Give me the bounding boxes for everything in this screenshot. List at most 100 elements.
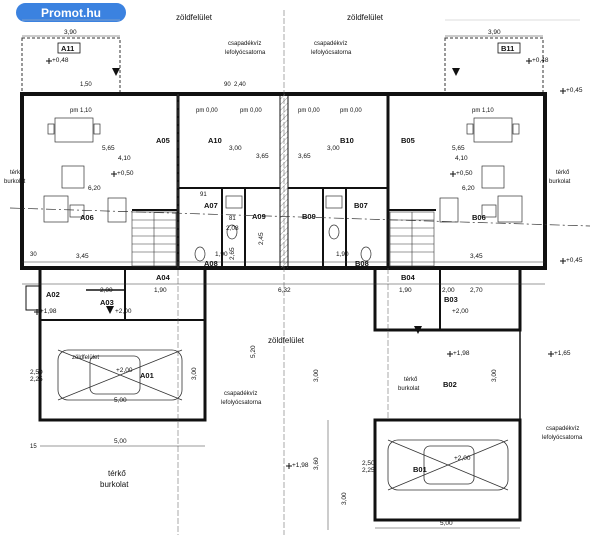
- dim-81: 81: [229, 216, 236, 222]
- level-pm000-2: pm 0,00: [240, 108, 262, 114]
- a02-strip: [25, 285, 41, 311]
- dim-91: 91: [200, 192, 207, 198]
- room-b11: B11: [501, 44, 514, 53]
- dim-300-garage-a: 3,00: [191, 367, 198, 380]
- stairs-left: [131, 211, 177, 267]
- dim-190-left: 1,90: [154, 287, 167, 294]
- room-b09: B09: [302, 212, 316, 221]
- label-terko-mid-2: burkolat: [398, 386, 420, 392]
- label-csapadek-right-2: lefolyócsatorna: [542, 435, 583, 441]
- section-line: [9, 207, 591, 227]
- brand-badge[interactable]: Promot.hu: [16, 3, 126, 22]
- level-200-a03: +2,00: [115, 308, 132, 315]
- car-b01: [387, 439, 509, 491]
- dim-200-b03: 2,00: [442, 287, 455, 294]
- room-a05: A05: [156, 136, 170, 145]
- level-cross-markers: [34, 58, 566, 469]
- brand-suffix: .hu: [83, 5, 101, 20]
- label-csapadek-right-1: csapadékvíz: [546, 426, 579, 432]
- level-198-mid: +1,98: [453, 350, 470, 357]
- label-csapadek-top-left-1: csapadékvíz: [228, 41, 261, 47]
- dim-345-right: 3,45: [470, 253, 483, 260]
- annex-left: [38, 266, 207, 422]
- dim-300-mid: 3,00: [313, 369, 320, 382]
- terrace-b11: [444, 37, 544, 95]
- label-terko-left-2: burkolat: [4, 179, 26, 185]
- dim-208: 2,08: [226, 225, 239, 232]
- bathroom-fixtures: [194, 195, 372, 262]
- dim-300-a10: 3,00: [229, 145, 242, 152]
- dim-520: 5,20: [250, 345, 257, 358]
- room-b08: B08: [355, 259, 369, 268]
- dim-500-a01-bottom: 5,00: [114, 438, 127, 445]
- garage-b-outline: [373, 418, 522, 522]
- room-b02: B02: [443, 380, 457, 389]
- dim-250-b: 2,50: [362, 460, 375, 467]
- dim-90: 90: [224, 82, 231, 88]
- label-terko-left-1: térkő: [10, 170, 24, 176]
- dim-500-a01: 5,00: [114, 397, 127, 404]
- label-terko-mid-1: térkő: [404, 377, 418, 383]
- dim-360: 3,60: [313, 457, 320, 470]
- label-zoldfelulet-top-right: zöldfelület: [347, 13, 384, 22]
- level-198-bottom: +1,98: [292, 462, 309, 469]
- label-terko-right-2: burkolat: [549, 179, 571, 185]
- level-048-left: +0,48: [52, 57, 69, 64]
- furniture-right: [439, 117, 523, 223]
- level-048-right: +0,48: [532, 57, 549, 64]
- level-200-b01: +2,00: [454, 455, 471, 462]
- dim-620-left: 6,20: [88, 185, 101, 192]
- dim-410-right: 4,10: [455, 155, 468, 162]
- dim-225-b: 2,25: [362, 467, 375, 474]
- level-pm110-left: pm 1,10: [70, 108, 92, 114]
- dim-270: 2,70: [470, 287, 483, 294]
- room-a01: A01: [140, 371, 154, 380]
- dim-245: 2,45: [258, 232, 265, 245]
- dim-250-a: 2,50: [30, 369, 43, 376]
- furniture-left: [43, 117, 127, 223]
- dim-632: 6,32: [278, 287, 291, 294]
- level-050-right: +0,50: [456, 170, 473, 177]
- level-165: +1,65: [554, 350, 571, 357]
- room-a02: A02: [46, 290, 60, 299]
- car-a01: [57, 349, 183, 401]
- level-045-right-mid: +0,45: [566, 257, 583, 264]
- brand-name: Promot: [41, 5, 83, 20]
- dim-225-a: 2,25: [30, 376, 43, 383]
- room-a11: A11: [61, 44, 74, 53]
- level-045-right-top: +0,45: [566, 87, 583, 94]
- room-a08: A08: [204, 259, 218, 268]
- room-b01: B01: [413, 465, 427, 474]
- room-b06: B06: [472, 213, 486, 222]
- dim-365-b: 3,65: [298, 153, 311, 160]
- level-pm000-3: pm 0,00: [298, 108, 320, 114]
- label-terko-bottom-1: térkő: [108, 469, 126, 478]
- dim-190-right: 1,90: [399, 287, 412, 294]
- annex-right: [373, 266, 522, 332]
- dim-150: 1,50: [80, 82, 92, 88]
- level-pm110-right: pm 1,10: [472, 108, 494, 114]
- label-zoldfelulet-garage: zöldfelület: [72, 355, 99, 361]
- label-csapadek-top-right-2: lefolyócsatorna: [311, 50, 352, 56]
- dim-410-left: 4,10: [118, 155, 131, 162]
- room-b07: B07: [354, 201, 368, 210]
- dim-500-b01: 5,00: [440, 520, 453, 527]
- room-a09: A09: [252, 212, 266, 221]
- level-198-left: +1,98: [40, 308, 57, 315]
- dim-300-garage-b: 3,00: [491, 369, 498, 382]
- level-pm000-1: pm 0,00: [196, 108, 218, 114]
- dim-15: 15: [30, 444, 37, 450]
- dim-390-left: 3,90: [64, 29, 77, 36]
- level-050-left: +0,50: [117, 170, 134, 177]
- dimensions: 3,90 3,90 5,65 5,65 4,10 4,10 6,20 6,20 …: [30, 29, 501, 527]
- label-zoldfelulet-top-left: zöldfelület: [176, 13, 213, 22]
- dim-565-left: 5,65: [102, 145, 115, 152]
- dim-190-b08: 1,90: [336, 251, 349, 258]
- label-csapadek-top-right-1: csapadékvíz: [314, 41, 347, 47]
- dim-30: 30: [30, 252, 37, 258]
- dim-365-a: 3,65: [256, 153, 269, 160]
- label-zoldfelulet-mid: zöldfelület: [268, 336, 305, 345]
- level-200-a01: +2,00: [116, 367, 133, 374]
- label-terko-bottom-2: burkolat: [100, 480, 129, 489]
